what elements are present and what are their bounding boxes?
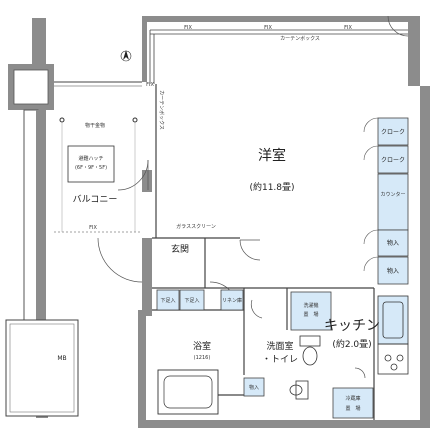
hatch-size: (6F・9F・5F)	[75, 165, 107, 171]
fix-label-side: FIX	[146, 82, 154, 88]
bathtub	[157, 369, 219, 415]
bathroom-unit: (1216)	[194, 355, 211, 361]
washer-label: 洗濯機	[303, 302, 318, 309]
mb-box	[5, 319, 79, 417]
sanitary-fixtures	[289, 335, 321, 400]
washer-place-label: 置 場	[303, 311, 318, 318]
north-arrow-icon	[120, 50, 132, 62]
monoire-1-label: 物入	[387, 239, 399, 247]
western-room-size: (約11.8畳)	[249, 181, 294, 193]
washroom-label: 洗面室	[266, 340, 293, 352]
kitchen-size: (約2.0畳)	[332, 338, 371, 350]
mb-label: MB	[57, 355, 66, 362]
glass-screen-label: ガラススクリーン	[176, 223, 216, 230]
kitchen-fixtures	[377, 295, 409, 375]
curtain-box-top: カーテンボックス	[280, 35, 320, 42]
drying-rack-label: 物干金物	[85, 122, 105, 129]
fridge-label: 冷蔵庫	[345, 395, 360, 402]
fridge-place-label: 置 場	[345, 405, 360, 412]
balcony-label: バルコニー	[73, 194, 118, 205]
fix-label-3: FIX	[344, 25, 352, 31]
shoe-2-label: 下足入	[184, 298, 199, 304]
fix-label-2: FIX	[264, 25, 272, 31]
closet-doors	[363, 117, 379, 272]
monoire-bath-label: 物入	[249, 384, 259, 391]
interior-walls	[152, 84, 375, 420]
fix-label-1: FIX	[184, 25, 192, 31]
closet-2-label: クローク	[381, 157, 405, 164]
balcony-area	[54, 81, 142, 233]
curtain-box-side: カーテンボックス	[158, 90, 165, 130]
window-top	[149, 15, 409, 84]
bathroom-label: 浴室	[193, 340, 211, 352]
counter-label: カウンター	[380, 191, 405, 198]
shoe-1-label: 下足入	[160, 298, 175, 304]
washroom-toilet-label: ・トイレ	[262, 355, 298, 365]
linen-label: リネン庫	[222, 297, 242, 304]
monoire-2-label: 物入	[387, 267, 399, 275]
closet-1-label: クローク	[381, 129, 405, 136]
hatch-title: 避難ハッチ	[78, 155, 103, 162]
western-room-label: 洋室	[258, 147, 286, 164]
entrance-label: 玄関	[171, 243, 189, 255]
exterior-walls	[138, 16, 430, 428]
kitchen-label: キッチン	[324, 318, 380, 334]
fix-label-balcony: FIX	[89, 225, 97, 231]
storage-blocks	[156, 117, 409, 419]
